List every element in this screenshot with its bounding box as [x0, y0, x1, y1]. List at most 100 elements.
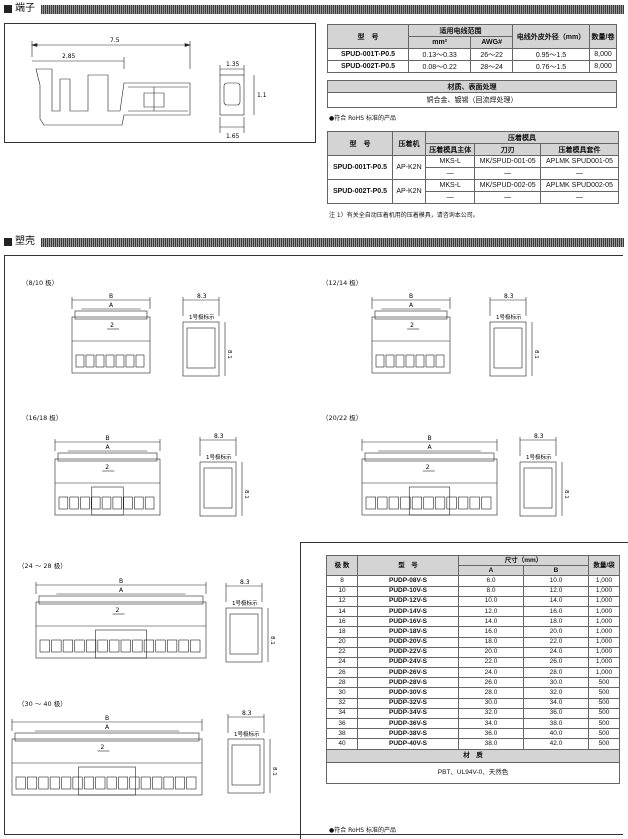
cell: 26: [326, 667, 358, 679]
contact-slot: [388, 496, 399, 510]
contact-slot: [62, 639, 74, 653]
col-machine: 压着机: [392, 131, 426, 156]
cell: —: [424, 191, 476, 204]
dim-inner: 2.85: [62, 53, 76, 60]
contact-slot: [49, 776, 60, 790]
housing-window: [95, 629, 147, 659]
section-rule: [41, 4, 624, 14]
dim-label: 1号极标示: [189, 313, 215, 321]
cell: 32: [326, 697, 358, 709]
cell: 500: [588, 697, 620, 709]
cell: 26.0: [523, 656, 589, 669]
contact-slot: [481, 496, 492, 510]
dim-width-top: 1.35: [226, 61, 240, 68]
dim-label: 2: [426, 464, 430, 471]
crimp-tool-table: 型 号 压着机 压着模具 压着模具主体 刀刃 压着模具套件 SPUD-001T-…: [327, 131, 620, 204]
contact-slot: [132, 639, 143, 653]
cell: 28: [326, 677, 358, 689]
cell: PUDP-38V-S: [357, 728, 459, 740]
contact-slot: [423, 496, 434, 510]
cell: 38.0: [523, 717, 589, 730]
dim-label: 8.3: [214, 433, 224, 440]
cell: 1,000: [588, 656, 620, 669]
cell: PUDP-08V-S: [357, 575, 459, 587]
housing-view: [11, 714, 271, 796]
housing-view: [371, 297, 533, 377]
dim-length: 7.5: [110, 37, 120, 44]
cell: 12.0: [523, 585, 589, 597]
cell: PUDP-10V-S: [357, 585, 459, 597]
contact-slot: [178, 639, 189, 653]
contact-slot: [125, 354, 135, 368]
cell: 24: [326, 656, 358, 669]
dim-label: B: [428, 435, 432, 442]
cell: 26.0: [458, 677, 524, 689]
cell: PUDP-24V-S: [357, 656, 459, 669]
contact-slot: [61, 776, 72, 790]
housing-lip: [14, 732, 200, 742]
cell: 500: [588, 687, 620, 699]
cell: PUDP-14V-S: [357, 605, 459, 618]
cell: 1,000: [588, 636, 620, 648]
terminal-spec-table: 型 号 适用电线范围 电线外皮外径（mm） 数量/卷 mm² AWG# SPUD…: [327, 24, 617, 73]
dim-width-bottom: 1.65: [226, 133, 240, 140]
contact-slot: [365, 496, 376, 510]
cell: SPUD-002T-P0.5: [327, 179, 393, 204]
contact-slot: [95, 354, 105, 368]
dim-label: 8.1: [533, 350, 539, 359]
col-range: 适用电线范围: [408, 24, 513, 37]
contact-slot: [425, 354, 435, 368]
col-poles: 极 数: [326, 554, 358, 577]
contact-slot: [101, 496, 112, 510]
dim-label: 8.3: [242, 710, 252, 717]
contact-slot: [123, 496, 133, 510]
dim-label: A: [409, 302, 414, 309]
cell: 22.0: [523, 636, 589, 648]
cell: 0.08～0.22: [407, 60, 472, 73]
contact-slot: [435, 354, 445, 368]
contact-slot: [74, 639, 85, 653]
cell: PUDP-16V-S: [357, 616, 459, 628]
cell: PUDP-20V-S: [357, 636, 459, 648]
cell: 16: [326, 616, 358, 628]
dim-label: 1号极标示: [526, 453, 552, 461]
contact-slot: [446, 496, 457, 510]
view-label: （24 ～ 28 极）: [18, 562, 67, 570]
cell: —: [539, 191, 620, 204]
dim-label: 8.3: [197, 293, 207, 300]
cell: 10.0: [458, 595, 524, 607]
housing-table-frame: [300, 542, 628, 839]
col-size: 尺寸（mm）: [458, 554, 589, 567]
contact-slot: [400, 496, 411, 510]
contact-slot: [109, 639, 120, 653]
contact-slot: [69, 496, 79, 510]
contact-slot: [163, 776, 174, 790]
dim-label: A: [106, 444, 111, 451]
view-label: （30 ～ 40 极）: [18, 700, 67, 708]
section-marker-icon: [4, 238, 12, 246]
dim-label: B: [119, 578, 123, 585]
housing-side: [182, 321, 220, 377]
cell: PUDP-30V-S: [357, 687, 459, 699]
cell: 36: [326, 717, 358, 730]
col-main: 压着模具主体: [424, 143, 476, 156]
cell: 40: [326, 738, 358, 750]
contact-slot: [415, 354, 425, 368]
housing-front: [371, 316, 451, 374]
housing-lip: [364, 452, 495, 462]
housing-window: [78, 766, 136, 796]
contact-slot: [112, 496, 122, 510]
cell: 1,000: [588, 575, 620, 587]
cell: 10.0: [523, 575, 589, 587]
housing-front: [71, 316, 151, 374]
contact-slot: [135, 354, 145, 368]
cell: 1,000: [588, 595, 620, 607]
housing-side: [225, 607, 263, 663]
